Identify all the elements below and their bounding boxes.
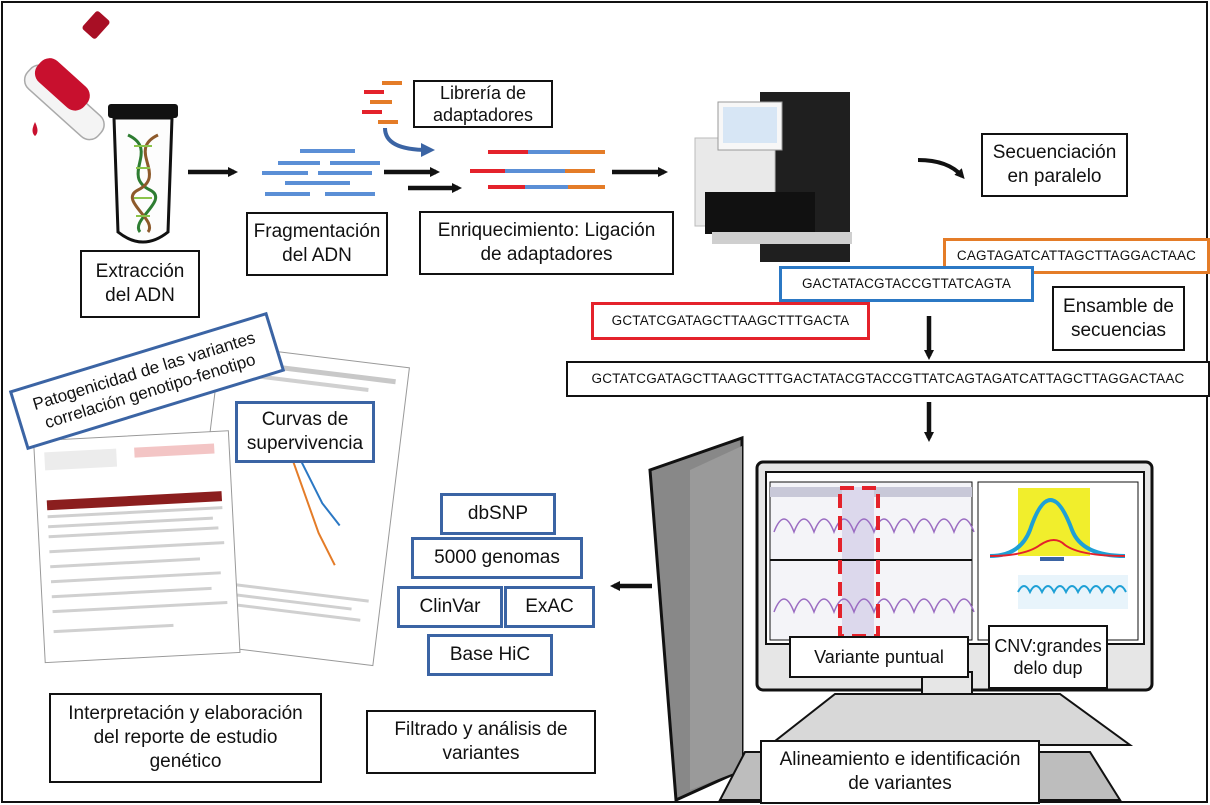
- enrichment-label: Enriquecimiento: Ligación de adaptadores: [419, 211, 674, 275]
- survival-curves-label: Curvas de supervivencia: [235, 401, 375, 463]
- test-tube-dna-icon: [108, 104, 178, 244]
- clinvar-box: ClinVar: [397, 586, 503, 628]
- alignment-label: Alineamiento e identificación de variant…: [760, 740, 1040, 804]
- adapter-library-label: Librería de adaptadores: [413, 80, 553, 128]
- dna-fragments: [262, 149, 380, 196]
- adapter-curve-arrow: [383, 127, 435, 157]
- adapter-library-icon: [362, 81, 402, 124]
- extraction-label: Extracción del ADN: [80, 250, 200, 318]
- sequence-read-blue: GACTATACGTACCGTTATCAGTA: [779, 266, 1034, 302]
- sequence-read-orange: CAGTAGATCATTAGCTTAGGACTAAC: [943, 238, 1210, 274]
- genomes-box: 5000 genomas: [411, 537, 583, 579]
- cnv-label: CNV:grandes delo dup: [988, 625, 1108, 689]
- sequencer-machine-icon: [694, 92, 852, 262]
- interpretation-label: Interpretación y elaboración del reporte…: [49, 693, 322, 783]
- assembly-label: Ensamble de secuencias: [1052, 286, 1185, 351]
- sequence-read-red: GCTATCGATAGCTTAAGCTTTGACTA: [591, 302, 870, 340]
- point-variant-label: Variante puntual: [789, 636, 969, 678]
- curved-arrow-sequencing: [917, 158, 965, 180]
- dbsnp-box: dbSNP: [440, 493, 556, 535]
- computer-monitor-icon: [648, 435, 1154, 803]
- ligated-fragments: [470, 150, 605, 189]
- filtering-label: Filtrado y análisis de variantes: [366, 710, 596, 774]
- sequencing-label: Secuenciación en paralelo: [981, 133, 1128, 197]
- assembled-sequence: GCTATCGATAGCTTAAGCTTTGACTATACGTACCGTTATC…: [566, 361, 1210, 397]
- fragmentation-label: Fragmentación del ADN: [246, 212, 388, 276]
- basehic-box: Base HiC: [427, 634, 553, 676]
- exac-box: ExAC: [504, 586, 595, 628]
- blood-vial-icon: [23, 11, 110, 141]
